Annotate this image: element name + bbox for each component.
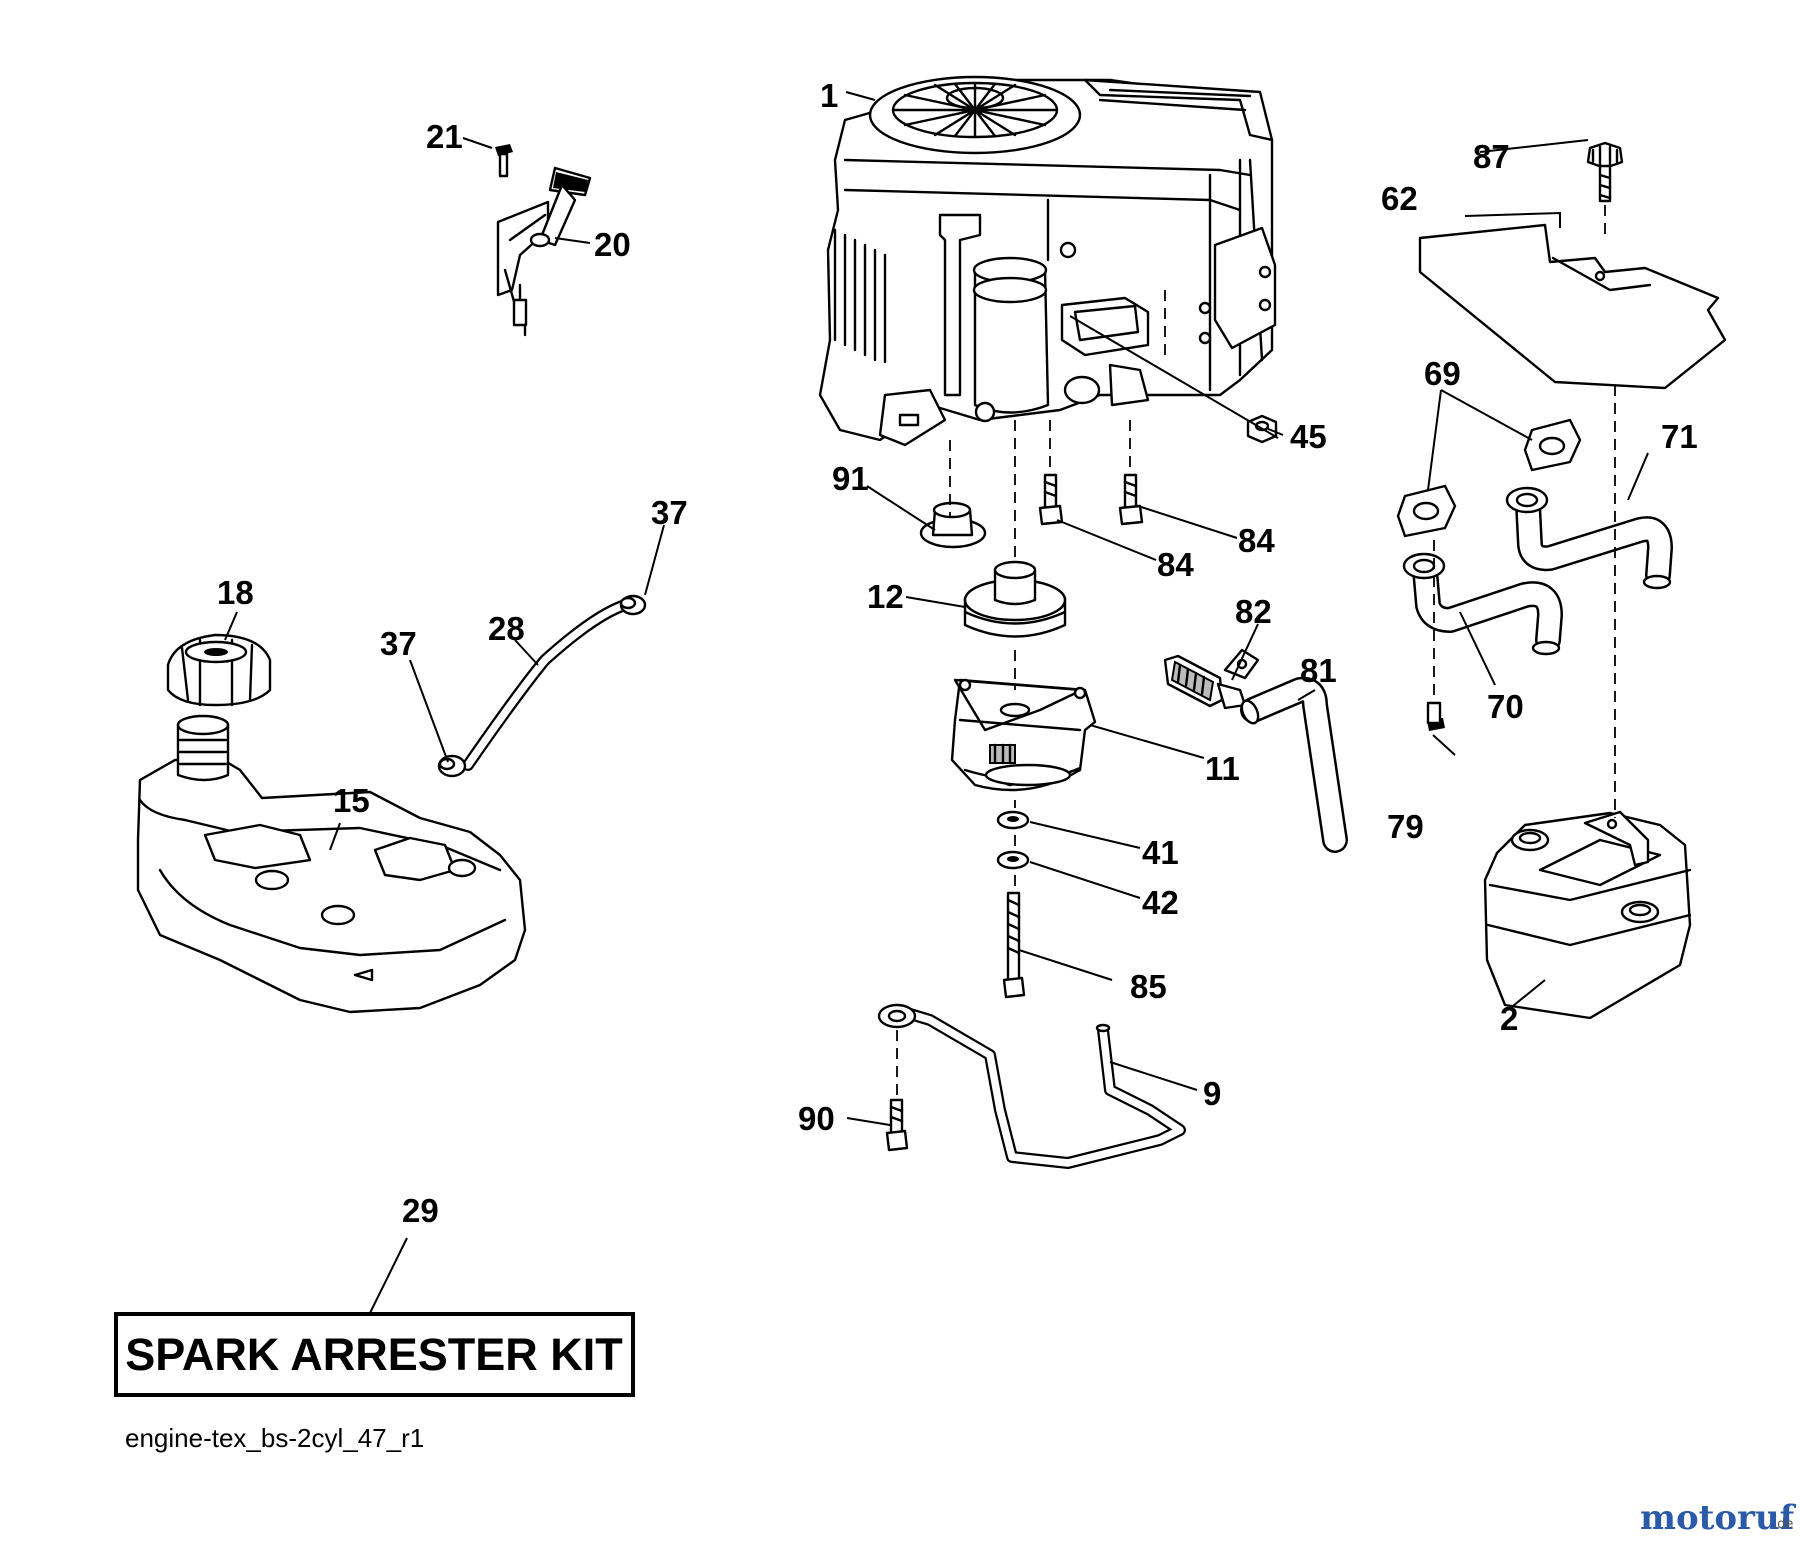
fuel-hose-part-81	[1240, 676, 1348, 853]
callout-71: 71	[1661, 418, 1698, 455]
callout-84-right: 84	[1238, 522, 1275, 559]
diagram-file-name: engine-tex_bs-2cyl_47_r1	[125, 1423, 424, 1453]
callout-numbers: 1 21 20 45 91 84 84 12 11 41 42 85 9 90 …	[217, 77, 1698, 1229]
fuel-tank-part-15	[136, 714, 527, 1014]
callout-37-lower: 37	[380, 625, 417, 662]
hose-clamp-part-37-upper	[619, 594, 647, 616]
rod-part-9	[877, 1003, 1186, 1169]
callout-79: 79	[1387, 808, 1424, 845]
callout-41: 41	[1142, 834, 1179, 871]
callout-62: 62	[1381, 180, 1418, 217]
callout-12: 12	[867, 578, 904, 615]
callout-45: 45	[1290, 418, 1327, 455]
callout-82: 82	[1235, 593, 1272, 630]
pulley-part-12	[963, 560, 1067, 638]
bushing-part-91	[919, 501, 987, 549]
muffler-part-2	[1483, 810, 1692, 1020]
callout-11: 11	[1205, 750, 1240, 787]
screw-part-87	[1586, 141, 1624, 203]
callout-18: 18	[217, 574, 254, 611]
callout-9: 9	[1203, 1075, 1221, 1112]
pto-clutch-part-11	[950, 678, 1097, 792]
callout-37-upper: 37	[651, 494, 688, 531]
fuel-cap-part-18	[166, 633, 272, 707]
bolt-part-84-left	[1038, 473, 1064, 526]
leader-lines	[224, 91, 1649, 1314]
callout-2: 2	[1500, 1000, 1518, 1037]
watermark-logo: motoruf .de	[1640, 1498, 1797, 1538]
callout-20: 20	[594, 226, 631, 263]
callout-84-left: 84	[1157, 546, 1194, 583]
callout-90: 90	[798, 1100, 835, 1137]
exhaust-pipe-part-71	[1505, 486, 1673, 590]
callout-29: 29	[402, 1192, 439, 1229]
callout-69: 69	[1424, 355, 1461, 392]
callout-85: 85	[1130, 968, 1167, 1005]
hose-clamp-part-37-lower	[437, 754, 467, 778]
gasket-part-69-left	[1396, 484, 1457, 538]
callout-42: 42	[1142, 884, 1179, 921]
fuel-hose-part-28	[462, 599, 631, 771]
watermark-main: motoruf	[1640, 1498, 1797, 1538]
callout-21: 21	[426, 118, 463, 155]
callout-91: 91	[832, 460, 869, 497]
washer-part-41	[996, 810, 1030, 830]
watermark-suffix: .de	[1773, 1517, 1793, 1532]
bolt-part-79	[1426, 701, 1445, 731]
spark-arrester-kit-box: SPARK ARRESTER KIT	[114, 1312, 635, 1397]
heat-shield-part-62	[1418, 223, 1727, 390]
bolt-part-85	[1002, 891, 1026, 999]
callout-81: 81	[1300, 652, 1337, 689]
bolt-part-90	[885, 1098, 909, 1152]
bolt-part-84-right	[1118, 473, 1144, 526]
assembly-lines	[896, 205, 1616, 1100]
screw-part-21	[495, 144, 513, 178]
callout-87: 87	[1473, 138, 1510, 175]
callout-1: 1	[820, 77, 838, 114]
spark-arrester-kit-label: SPARK ARRESTER KIT	[125, 1329, 623, 1380]
throttle-control-part-20	[496, 166, 592, 337]
fuel-filter-part-82	[1163, 648, 1260, 720]
callout-70: 70	[1487, 688, 1524, 725]
callout-28: 28	[488, 610, 525, 647]
exhaust-pipe-part-70	[1402, 552, 1563, 656]
callout-15: 15	[333, 782, 370, 819]
washer-part-42	[996, 850, 1030, 870]
engine-part-1	[818, 75, 1277, 447]
gasket-part-69-right	[1523, 418, 1582, 472]
